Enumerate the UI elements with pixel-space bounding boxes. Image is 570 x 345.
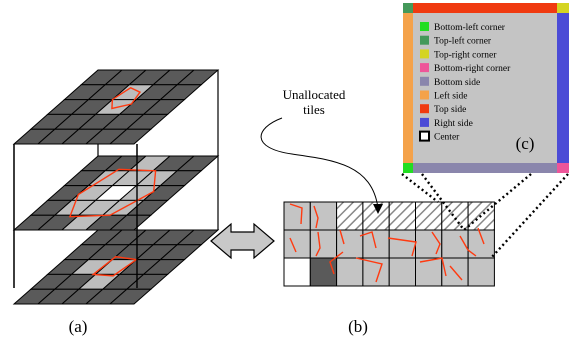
grid-tile [336, 257, 364, 287]
layer-tile [108, 128, 153, 145]
object-fragment [329, 251, 344, 275]
layer-middle [12, 155, 220, 231]
legend-label: Bottom side [434, 78, 480, 88]
bottom-side [411, 163, 558, 173]
object-fragment [359, 231, 377, 249]
legend-swatch [420, 90, 429, 100]
object-fragment [289, 237, 297, 253]
legend-label: Bottom-left corner [434, 22, 506, 33]
legend-swatch [420, 104, 429, 114]
object-fragment [387, 237, 417, 257]
legend-label: Top side [434, 105, 466, 115]
tile-center [403, 3, 569, 173]
legend-swatch [419, 130, 430, 142]
top-right-corner [557, 3, 569, 13]
panel-b-grid [283, 201, 495, 287]
legend-swatch [420, 49, 429, 59]
grid-tile [415, 257, 443, 287]
object-fragment [419, 257, 447, 277]
legend-label: Center [434, 133, 460, 143]
grid-tile [309, 257, 338, 287]
legend-label: Right side [434, 119, 473, 129]
double-arrow-icon [210, 222, 275, 260]
grid-tile [388, 257, 417, 287]
object-polygon [68, 168, 157, 218]
legend-swatch [420, 22, 429, 31]
callout-arrow [260, 117, 379, 209]
grid-tile [415, 201, 443, 231]
legend-swatch [420, 35, 429, 45]
grid-tile [467, 257, 495, 287]
grid-tile [388, 229, 417, 259]
object-fragment [315, 231, 321, 257]
grid-tile [336, 201, 364, 231]
layer-bottom [12, 229, 220, 305]
right-side [557, 13, 569, 163]
legend-swatch [420, 63, 429, 73]
label-b: (b) [348, 317, 368, 336]
legend-label: Left side [434, 91, 468, 102]
object-fragment [339, 229, 345, 245]
bottom-left-corner [403, 163, 413, 173]
label-a: (a) [69, 317, 88, 336]
object-polygon [111, 86, 142, 110]
top-left-corner [403, 3, 413, 13]
callout-line-1: Unallocated [283, 87, 346, 102]
label-c: (c) [516, 134, 535, 153]
callout-arrowhead [373, 204, 383, 214]
grid-tile [441, 229, 469, 259]
grid-tile [415, 229, 443, 259]
object-fragment [449, 265, 463, 281]
zoom-lines [401, 173, 569, 259]
object-fragment [313, 205, 319, 229]
legend-label: Top-left corner [434, 36, 492, 47]
grid-tile [309, 229, 338, 259]
grid-tile [362, 229, 390, 259]
object-fragment [459, 235, 477, 257]
layer-tile [108, 288, 153, 305]
top-side [411, 3, 558, 13]
layer-top [12, 69, 220, 145]
object-fragment [477, 227, 485, 245]
legend-label: Top-right corner [434, 50, 497, 60]
callout-line-2: tiles [303, 102, 325, 117]
object-polygon [91, 255, 139, 277]
grid-tile [283, 229, 311, 259]
grid-tile [388, 201, 417, 231]
object-fragment [289, 203, 303, 225]
legend-swatch [420, 117, 429, 127]
grid-tile [467, 229, 495, 259]
panel-a-stack [12, 69, 220, 305]
grid-tile [283, 257, 311, 287]
legend-label: Bottom-right corner [434, 64, 511, 74]
object-fragment [431, 231, 441, 255]
legend-swatch [420, 76, 429, 86]
bottom-right-corner [557, 163, 569, 173]
object-fragment [355, 257, 383, 283]
left-side [403, 13, 413, 163]
